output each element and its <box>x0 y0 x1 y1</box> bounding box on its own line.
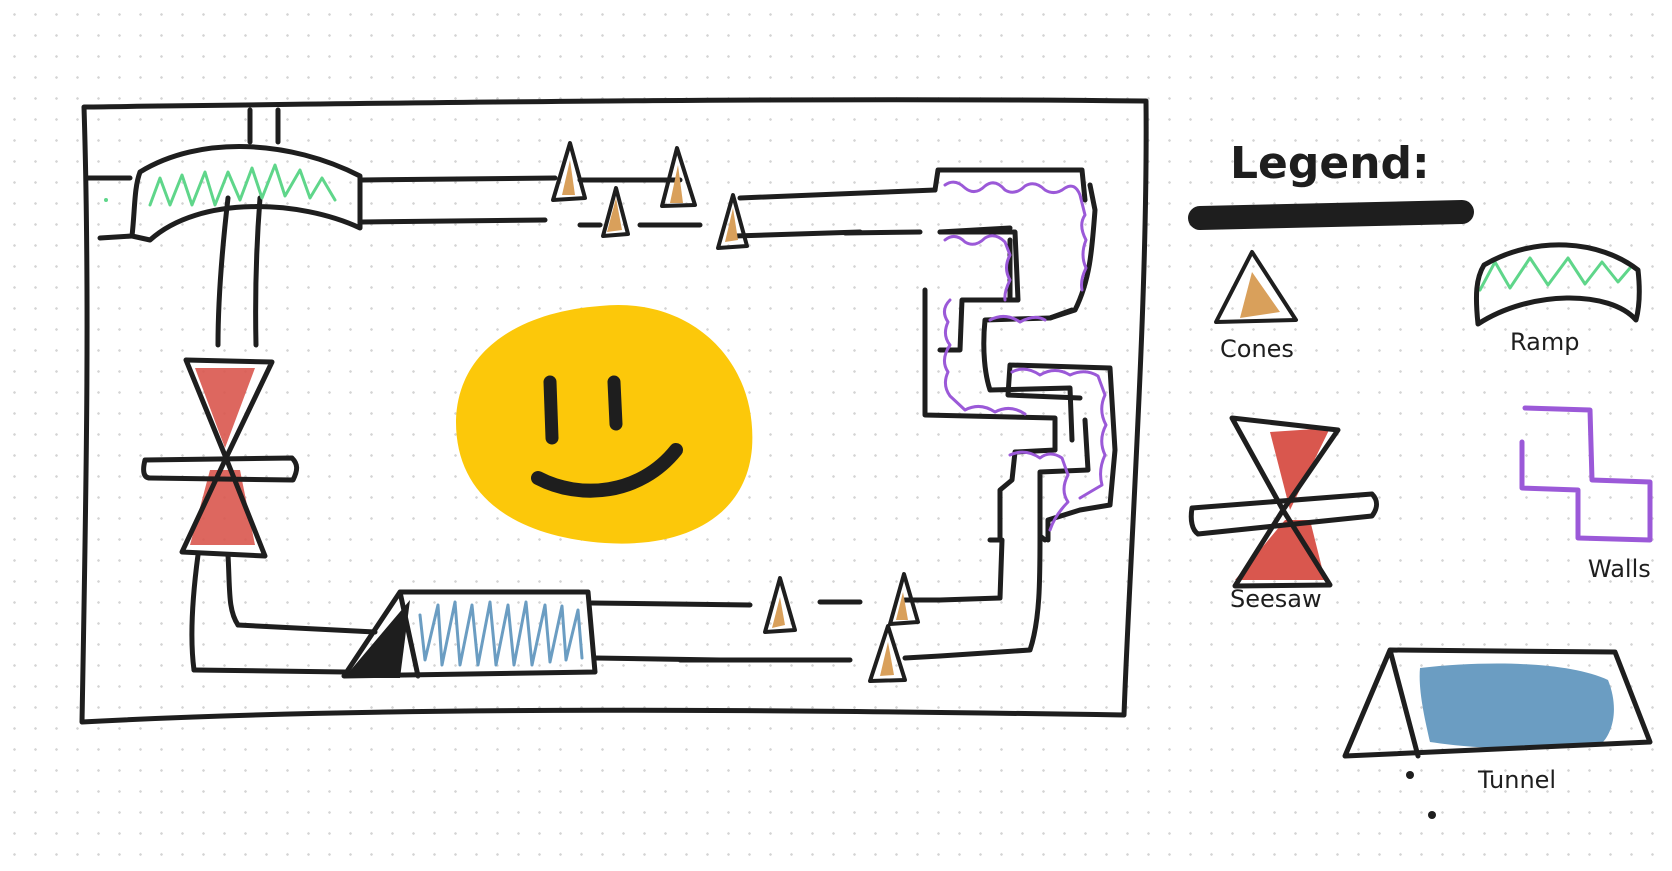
cone[interactable] <box>601 186 630 238</box>
legend-label-walls: Walls <box>1588 555 1651 583</box>
cone[interactable] <box>551 141 587 202</box>
legend-label-tunnel: Tunnel <box>1477 766 1556 794</box>
cones-bottom <box>763 572 920 683</box>
legend-cone-icon <box>1214 250 1298 324</box>
legend-label-ramp: Ramp <box>1510 328 1579 356</box>
smiley-face[interactable] <box>455 304 753 544</box>
cone[interactable] <box>763 576 797 634</box>
cones-top <box>551 141 749 250</box>
legend: Legend: Cones Ramp Seesaw Walls <box>1188 138 1653 819</box>
tunnel-on-track[interactable] <box>341 589 598 679</box>
legend-title: Legend: <box>1230 138 1430 189</box>
legend-label-seesaw: Seesaw <box>1230 585 1322 613</box>
legend-seesaw-icon <box>1188 415 1379 589</box>
legend-tunnel-icon <box>1342 647 1653 819</box>
ramp-on-track[interactable] <box>104 144 363 243</box>
walls-maze[interactable] <box>922 167 1118 543</box>
cone[interactable] <box>660 146 697 208</box>
legend-underline <box>1188 200 1474 230</box>
course-boundary[interactable] <box>79 97 1149 725</box>
cone[interactable] <box>888 572 920 626</box>
cone[interactable] <box>716 193 749 250</box>
seesaw-on-track[interactable] <box>141 357 300 559</box>
cone[interactable] <box>868 624 907 683</box>
legend-ramp-icon <box>1473 242 1642 327</box>
track <box>85 107 1043 675</box>
legend-walls-icon <box>1519 405 1653 543</box>
legend-label-cones: Cones <box>1220 335 1294 363</box>
